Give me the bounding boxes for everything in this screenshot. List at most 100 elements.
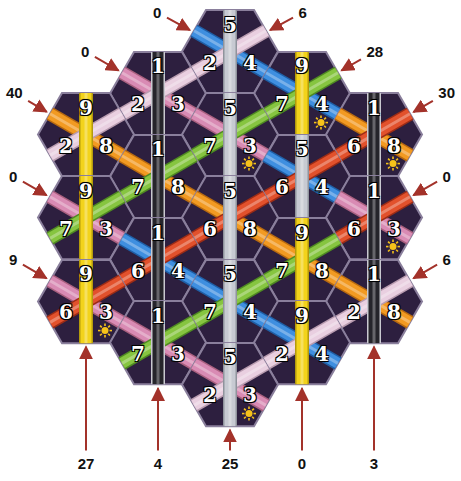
band-edge <box>151 52 165 135</box>
tile-number: 5 <box>223 264 237 284</box>
sun-ray <box>252 416 254 418</box>
sun-ray <box>326 121 329 123</box>
moon-symbol <box>317 366 323 378</box>
tile-number: 4 <box>315 177 329 197</box>
tile-number: 9 <box>79 181 93 201</box>
sun-symbol <box>98 323 112 337</box>
tile-number: 1 <box>367 98 381 118</box>
sun-ray <box>242 163 245 165</box>
sun-ray <box>320 115 322 118</box>
sun-ray <box>244 159 246 161</box>
tile-number: 7 <box>59 219 73 239</box>
sun-disc <box>102 327 109 334</box>
sun-ray <box>388 242 390 244</box>
sun-ray <box>386 163 389 165</box>
tile-number: 9 <box>295 306 309 326</box>
tile-number: 7 <box>131 344 145 364</box>
sun-ray <box>110 329 113 331</box>
score-arrow <box>95 57 119 71</box>
sun-ray <box>254 163 257 165</box>
band-edge <box>223 343 237 426</box>
sun-ray <box>248 418 250 421</box>
sun-ray <box>242 412 245 414</box>
sun-ray <box>392 251 394 254</box>
sun-disc <box>246 410 253 417</box>
tile-number: 6 <box>203 219 217 239</box>
score-number: 40 <box>4 84 25 101</box>
tile-number: 7 <box>131 177 145 197</box>
sun-ray <box>104 323 106 326</box>
tile-number: 5 <box>223 98 237 118</box>
band-edge <box>79 93 93 176</box>
game-tile: 523 <box>182 343 278 426</box>
sun-ray <box>392 157 394 160</box>
score-number: 27 <box>76 455 97 472</box>
sun-ray <box>396 159 398 161</box>
sun-ray <box>252 159 254 161</box>
sun-disc <box>390 243 397 250</box>
score-arrow <box>413 182 437 196</box>
band-edge <box>367 176 381 259</box>
sun-ray <box>98 329 101 331</box>
moon-symbol <box>317 199 323 211</box>
band-edge <box>295 218 309 301</box>
band-edge <box>151 135 165 218</box>
tile-number: 1 <box>151 223 165 243</box>
tile-number: 4 <box>243 302 257 322</box>
score-number: 3 <box>368 455 380 472</box>
moon-symbol <box>245 75 251 87</box>
tile-number: 2 <box>131 94 145 114</box>
score-arrow <box>23 182 47 196</box>
sun-symbol <box>242 406 256 420</box>
tile-number: 8 <box>171 177 185 197</box>
sun-ray <box>100 333 102 335</box>
tile-number: 2 <box>203 53 217 73</box>
sun-ray <box>392 168 394 171</box>
sun-ray <box>392 240 394 243</box>
tile-number: 7 <box>203 136 217 156</box>
tile-number: 5 <box>223 15 237 35</box>
tile-number: 2 <box>59 136 73 156</box>
tile-number: 4 <box>243 53 257 73</box>
band-edge <box>295 52 309 135</box>
tile-number: 9 <box>295 56 309 76</box>
tile-number: 1 <box>367 264 381 284</box>
tile-number: 8 <box>243 219 257 239</box>
tile-number: 6 <box>131 261 145 281</box>
sun-ray <box>108 325 110 327</box>
tile-number: 6 <box>347 136 361 156</box>
sun-disc <box>318 119 325 126</box>
band-edge <box>295 301 309 384</box>
tile-number: 9 <box>79 264 93 284</box>
tile-number: 4 <box>315 94 329 114</box>
tile-number: 4 <box>315 344 329 364</box>
score-number: 0 <box>151 4 163 21</box>
sun-symbol <box>314 115 328 129</box>
tile-number: 5 <box>295 139 309 159</box>
sun-ray <box>254 412 257 414</box>
sun-ray <box>320 127 322 130</box>
hex-tile <box>182 343 278 426</box>
tile-number: 5 <box>223 347 237 367</box>
sun-disc <box>390 160 397 167</box>
sun-ray <box>248 168 250 171</box>
score-arrow <box>413 265 437 279</box>
tile-number: 7 <box>275 94 289 114</box>
sun-ray <box>108 333 110 335</box>
moon-symbol <box>245 324 251 336</box>
sun-ray <box>386 246 389 248</box>
sun-ray <box>398 246 401 248</box>
sun-ray <box>388 250 390 252</box>
score-arrow <box>413 101 432 112</box>
tile-number: 1 <box>367 181 381 201</box>
tile-number: 3 <box>99 302 113 322</box>
sun-ray <box>252 167 254 169</box>
sun-ray <box>316 117 318 119</box>
tile-number: 8 <box>99 136 113 156</box>
tile-number: 6 <box>275 177 289 197</box>
tile-number: 3 <box>171 94 185 114</box>
sun-ray <box>324 117 326 119</box>
score-arrow <box>270 18 293 30</box>
tile-number: 8 <box>387 136 401 156</box>
sun-ray <box>388 167 390 169</box>
